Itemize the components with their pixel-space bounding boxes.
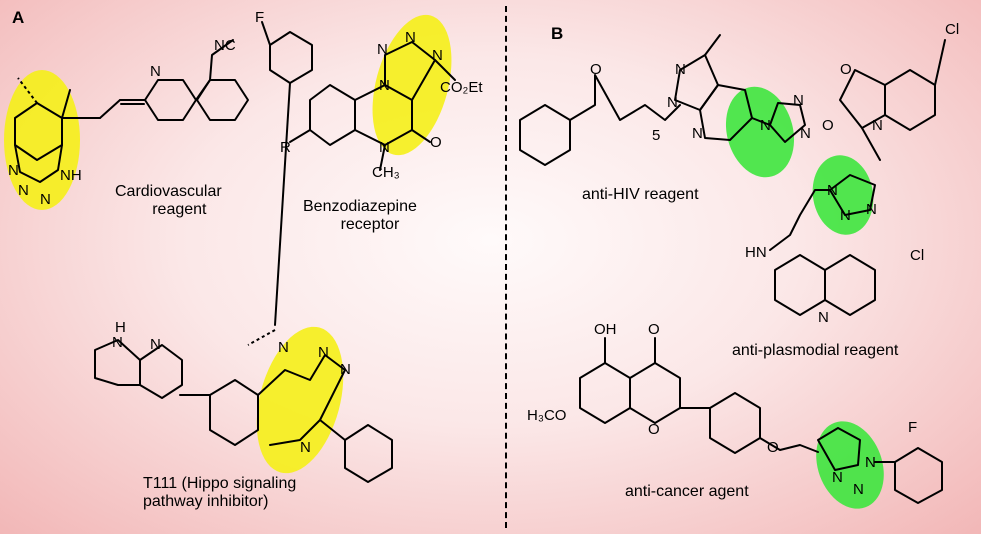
- atom-label: O: [840, 61, 852, 78]
- atom-label: N: [865, 454, 876, 471]
- atom-label: N: [379, 139, 390, 156]
- atom-label: OH: [594, 321, 617, 338]
- molecule-plasmodial: [769, 39, 946, 316]
- atom-label: HN: [745, 244, 767, 261]
- caption-t111: T111 (Hippo signaling pathway inhibitor): [143, 475, 297, 510]
- atom-label: N: [300, 439, 311, 456]
- atom-label: N: [675, 61, 686, 78]
- atom-label: R: [280, 139, 291, 156]
- atom-label: O: [648, 421, 660, 438]
- molecule-benzo: [289, 41, 456, 171]
- triazole-highlight-benzo: [372, 14, 452, 156]
- atom-label: N: [318, 344, 329, 361]
- atom-label: O: [648, 321, 660, 338]
- atom-label: Cl: [945, 21, 960, 38]
- atom-label: N: [379, 77, 390, 94]
- caption-hiv: anti-HIV reagent: [582, 186, 699, 203]
- atom-label: H: [115, 319, 126, 336]
- atom-label: N: [840, 207, 851, 224]
- caption-plasmodial: anti-plasmodial reagent: [732, 342, 899, 359]
- atom-label: N: [872, 117, 883, 134]
- caption-cardio: Cardiovascular reagent: [115, 183, 222, 218]
- atom-label: N: [112, 334, 123, 351]
- atom-label: CO₂Et: [440, 79, 483, 96]
- atom-label: N: [853, 481, 864, 498]
- atom-label: F: [255, 9, 265, 26]
- atom-label: N: [866, 201, 877, 218]
- atom-label: N: [377, 41, 388, 58]
- atom-label: N: [432, 47, 443, 64]
- panel-a-letter: A: [12, 8, 25, 27]
- atom-label: 5: [652, 127, 661, 144]
- atom-label: N: [40, 191, 51, 208]
- atom-label: N: [340, 361, 351, 378]
- atom-label: N: [667, 94, 678, 111]
- atom-label: N: [760, 117, 771, 134]
- atom-label: N: [18, 182, 29, 199]
- triazole-highlight-cardio: [4, 70, 80, 210]
- atom-label: F: [908, 419, 918, 436]
- atom-label: O: [767, 439, 779, 456]
- triazole-highlight-hiv: [725, 86, 795, 178]
- atom-label: H₃CO: [527, 407, 567, 424]
- atom-label: NH: [60, 167, 82, 184]
- panel-b-letter: B: [551, 24, 564, 43]
- atom-label: N: [692, 125, 703, 142]
- molecule-cancer: [579, 337, 943, 504]
- atom-label: Cl: [910, 247, 925, 264]
- triazole-highlight-cancer: [816, 421, 884, 509]
- triazole-highlight-t111: [256, 326, 344, 474]
- atom-label: N: [827, 182, 838, 199]
- atom-label: N: [832, 469, 843, 486]
- atom-label: O: [822, 117, 834, 134]
- atom-label: O: [430, 134, 442, 151]
- atom-label: N: [800, 125, 811, 142]
- atom-label: O: [590, 61, 602, 78]
- caption-cancer: anti-cancer agent: [625, 483, 749, 500]
- atom-label: NC: [214, 37, 236, 54]
- panel-divider: [505, 6, 507, 528]
- atom-label: N: [278, 339, 289, 356]
- atom-label: N: [818, 309, 829, 326]
- atom-label: N: [150, 336, 161, 353]
- caption-benzo: Benzodiazepine receptor: [303, 198, 417, 233]
- molecule-cardio: [14, 39, 249, 183]
- triazole-highlight-plasmodial: [812, 155, 874, 235]
- atom-label: N: [793, 92, 804, 109]
- molecule-t111: [94, 21, 393, 483]
- molecule-hiv: [519, 34, 806, 166]
- atom-label: CH₃: [372, 164, 400, 181]
- atom-label: N: [405, 29, 416, 46]
- atom-label: N: [150, 63, 161, 80]
- atom-label: N: [8, 162, 19, 179]
